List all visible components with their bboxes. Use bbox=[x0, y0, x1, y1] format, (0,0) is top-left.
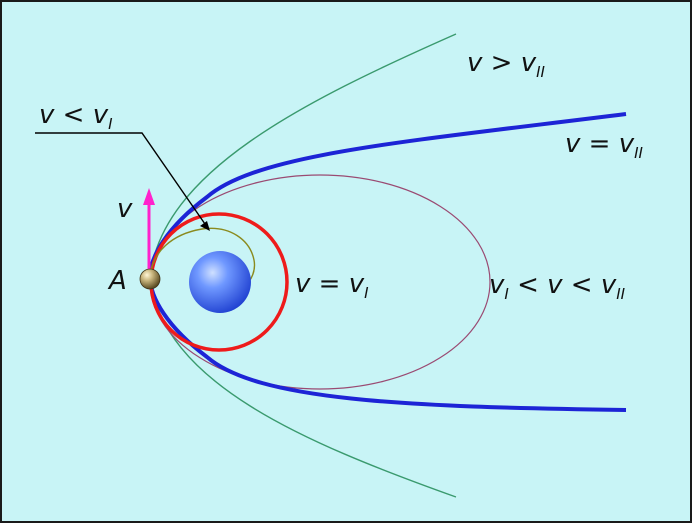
label-v-equals-v1: v = vI bbox=[295, 269, 369, 302]
label-point-a: A bbox=[107, 266, 127, 296]
pointer-line bbox=[35, 132, 210, 231]
label-v-between: vI < v < vII bbox=[489, 270, 626, 303]
planet-sphere-icon bbox=[189, 251, 251, 313]
label-v-less-v1: v < vI bbox=[39, 100, 113, 133]
label-v-greater-v2: v > vII bbox=[467, 48, 546, 81]
label-v-equals-v2: v = vII bbox=[565, 129, 644, 162]
label-velocity: v bbox=[117, 194, 133, 224]
suborbital-trajectory-arc bbox=[149, 227, 256, 288]
point-A-ball-icon bbox=[139, 268, 161, 290]
velocity-arrow-icon bbox=[143, 188, 155, 269]
